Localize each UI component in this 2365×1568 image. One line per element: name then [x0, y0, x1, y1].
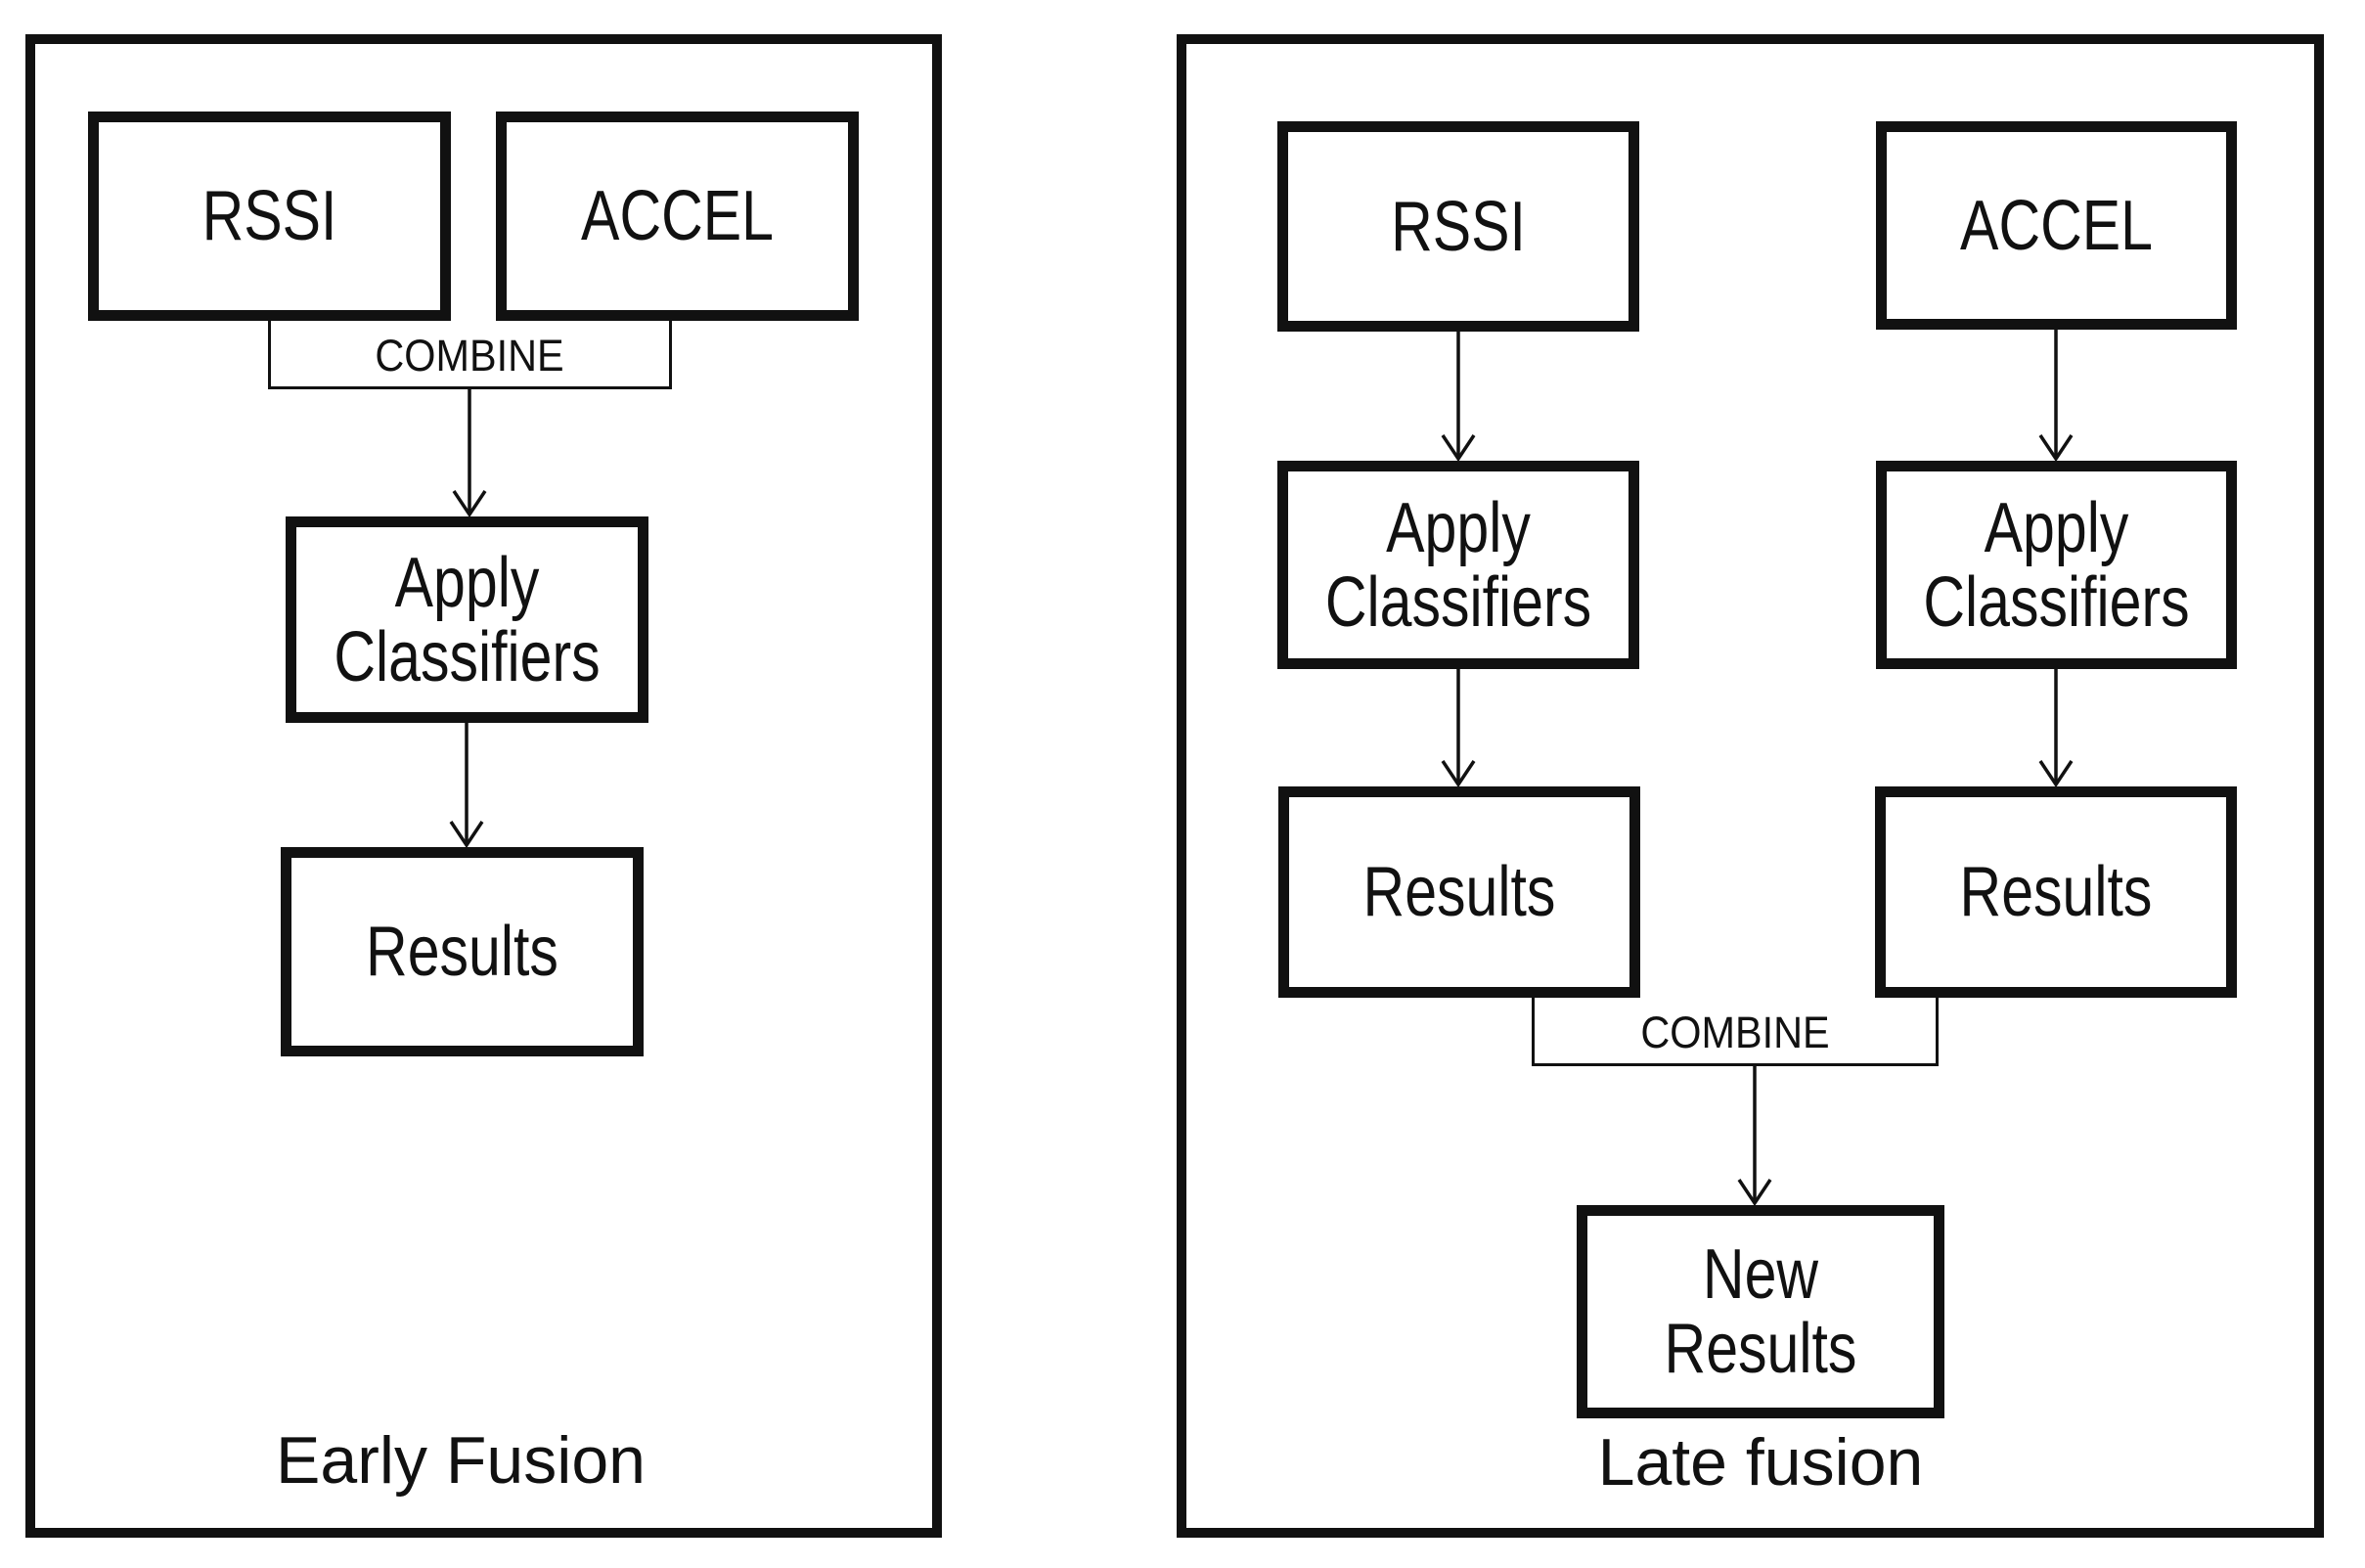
accel-label-late: ACCEL — [1960, 186, 2153, 265]
accel-box-late: ACCEL — [1876, 121, 2237, 330]
apply-classifiers-label-accel: Apply Classifiers — [1923, 488, 2190, 642]
combine-label-late: COMBINE — [1640, 1008, 1830, 1057]
apply-classifiers-box-accel: Apply Classifiers — [1876, 461, 2237, 669]
accel-label-early: ACCEL — [581, 177, 774, 255]
combine-connector-early: COMBINE — [268, 321, 672, 389]
rssi-label-early: RSSI — [201, 177, 337, 255]
apply-classifiers-box-early: Apply Classifiers — [286, 516, 648, 723]
results-box-accel: Results — [1875, 786, 2237, 998]
combine-connector-late: COMBINE — [1532, 998, 1939, 1066]
panel-title-early: Early Fusion — [276, 1423, 646, 1498]
panel-title-late: Late fusion — [1597, 1425, 1924, 1500]
results-box-early: Results — [281, 847, 644, 1056]
apply-classifiers-box-rssi: Apply Classifiers — [1277, 461, 1639, 669]
rssi-box-early: RSSI — [88, 112, 451, 321]
rssi-label-late: RSSI — [1391, 187, 1526, 266]
results-label-rssi: Results — [1362, 853, 1556, 931]
results-label-early: Results — [366, 913, 558, 991]
apply-classifiers-label-rssi: Apply Classifiers — [1324, 488, 1592, 642]
rssi-box-late: RSSI — [1277, 121, 1639, 332]
accel-box-early: ACCEL — [496, 112, 859, 321]
results-label-accel: Results — [1959, 853, 2153, 931]
combine-label-early: COMBINE — [375, 331, 565, 381]
new-results-box: New Results — [1577, 1205, 1944, 1418]
new-results-label: New Results — [1664, 1235, 1857, 1388]
results-box-rssi: Results — [1278, 786, 1640, 998]
apply-classifiers-label-early: Apply Classifiers — [334, 543, 601, 696]
